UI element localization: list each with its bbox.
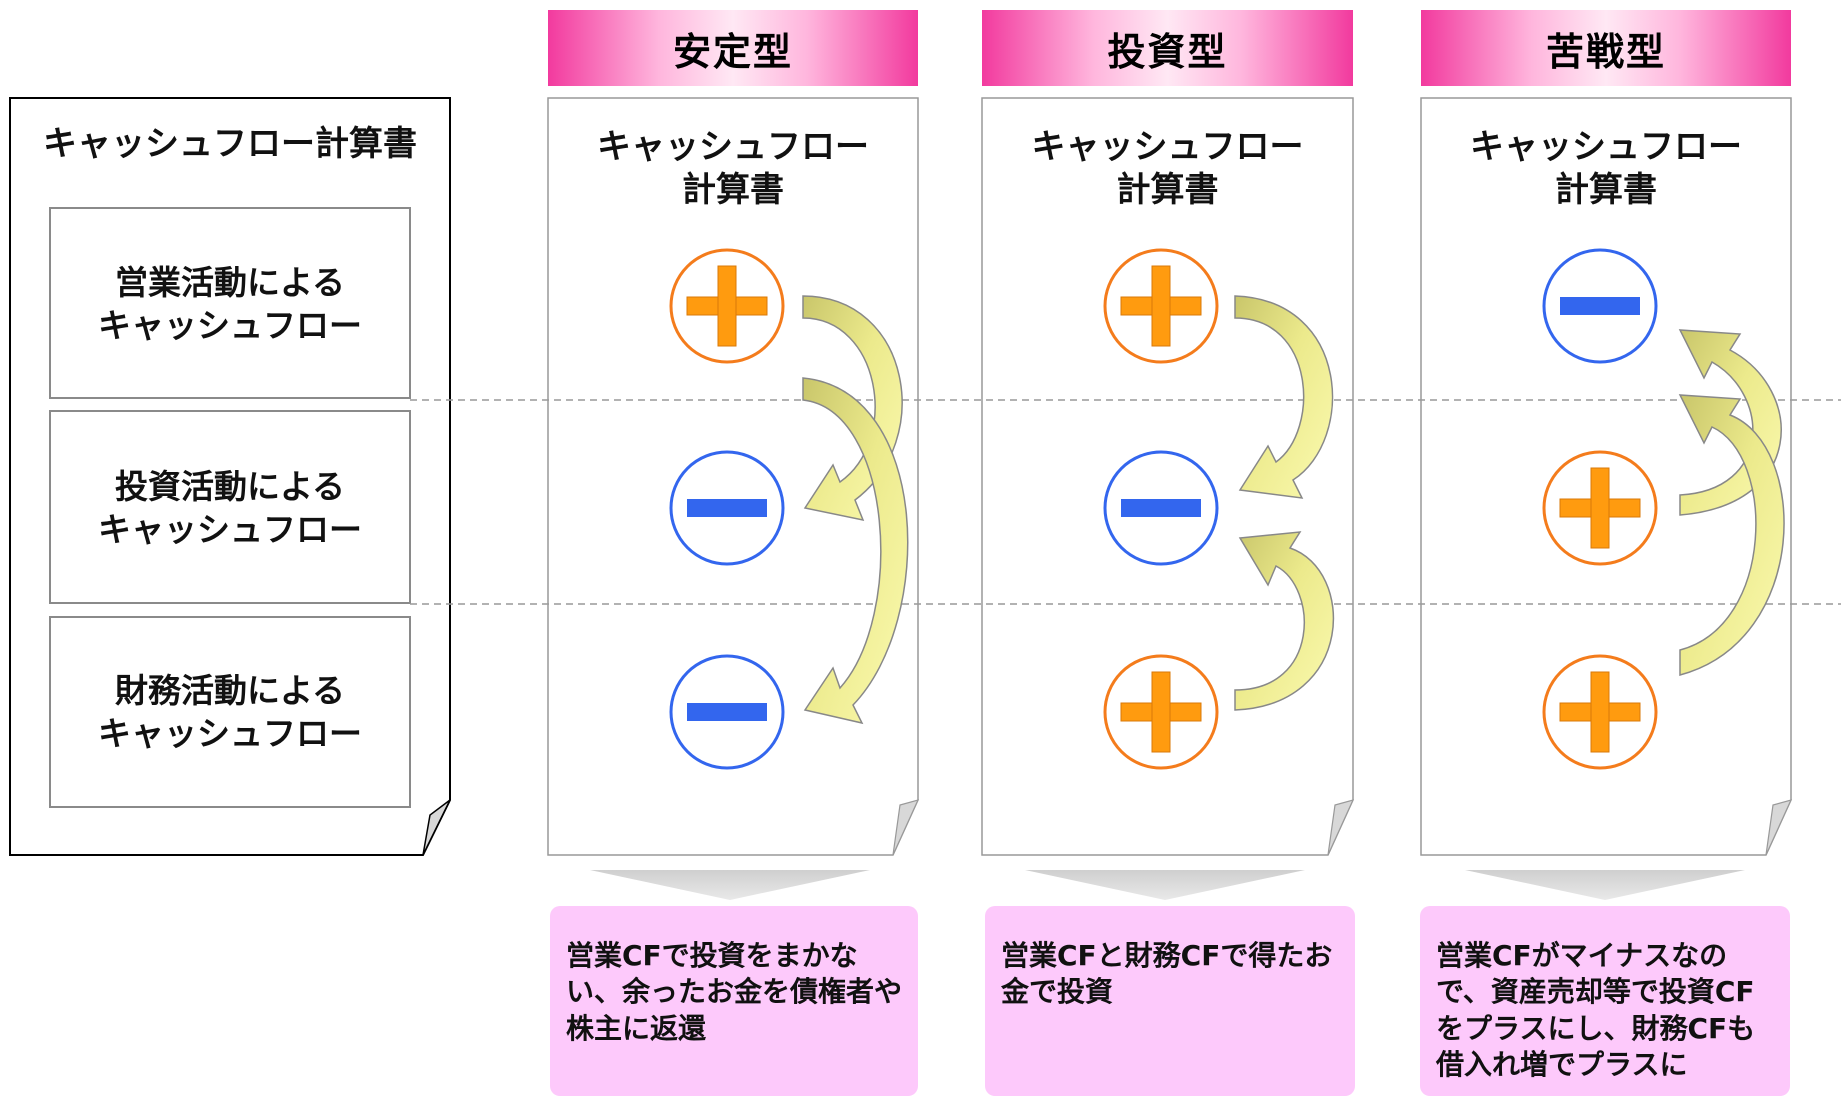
left-section-investing: 投資活動による キャッシュフロー	[50, 466, 410, 552]
note-struggling: 営業CFがマイナスなので、資産売却等で投資CFをプラスにし、財務CFも借入れ増で…	[1420, 906, 1790, 1096]
left-section-box-investing	[49, 410, 411, 604]
minus-sign-icon-investment-2	[1103, 450, 1219, 566]
card-title-stable: キャッシュフロー 計算書	[548, 126, 918, 211]
arrow-down-stable	[590, 870, 870, 900]
card-title-struggling-line2: 計算書	[1555, 169, 1657, 210]
left-section-operating: 営業活動による キャッシュフロー	[50, 262, 410, 348]
card-title-struggling-line1: キャッシュフロー	[1470, 127, 1742, 167]
plus-sign-icon-stable-1	[669, 248, 785, 364]
left-section-financing: 財務活動による キャッシュフロー	[50, 670, 410, 756]
left-section-box-operating	[49, 207, 411, 399]
minus-sign-icon-stable-2	[669, 450, 785, 566]
left-section-box-financing	[49, 616, 411, 808]
left-statement-title: キャッシュフロー計算書	[43, 124, 417, 164]
left-section-investing-line2: キャッシュフロー	[98, 509, 362, 549]
left-paper-curl	[422, 799, 451, 856]
plus-sign-icon-investment-1	[1103, 248, 1219, 364]
minus-sign-icon-stable-3	[669, 654, 785, 770]
card-title-struggling: キャッシュフロー 計算書	[1421, 126, 1791, 211]
card-title-stable-line2: 計算書	[682, 169, 784, 210]
curved-arrow-struggling-2	[1678, 394, 1785, 676]
card-title-investment-line2: 計算書	[1116, 169, 1219, 210]
note-stable: 営業CFで投資をまかない、余ったお金を債権者や株主に返還	[550, 906, 918, 1096]
header-stable: 安定型	[548, 10, 918, 86]
plus-sign-icon-struggling-2	[1542, 450, 1658, 566]
left-section-financing-line2: キャッシュフロー	[98, 713, 362, 753]
curved-arrow-investment-2	[1234, 531, 1335, 711]
arrow-down-struggling	[1465, 870, 1745, 900]
header-struggling: 苦戦型	[1421, 10, 1791, 86]
note-investment: 営業CFと財務CFで得たお金で投資	[985, 906, 1355, 1096]
card-title-investment-line1: キャッシュフロー	[1031, 127, 1304, 167]
plus-sign-icon-investment-3	[1103, 654, 1219, 770]
curved-arrow-stable-2	[802, 377, 909, 725]
left-section-operating-line1: 営業活動による	[114, 263, 345, 302]
card-title-investment: キャッシュフロー 計算書	[982, 126, 1353, 211]
arrow-down-investment	[1025, 870, 1305, 900]
plus-sign-icon-struggling-3	[1542, 654, 1658, 770]
left-section-financing-line1: 財務活動による	[114, 671, 345, 710]
minus-sign-icon-struggling-1	[1542, 248, 1658, 364]
left-section-operating-line2: キャッシュフロー	[98, 305, 362, 345]
header-investment: 投資型	[982, 10, 1353, 86]
curved-arrow-investment-1	[1234, 295, 1334, 499]
left-section-investing-line1: 投資活動による	[114, 467, 345, 506]
card-title-stable-line1: キャッシュフロー	[597, 127, 869, 167]
